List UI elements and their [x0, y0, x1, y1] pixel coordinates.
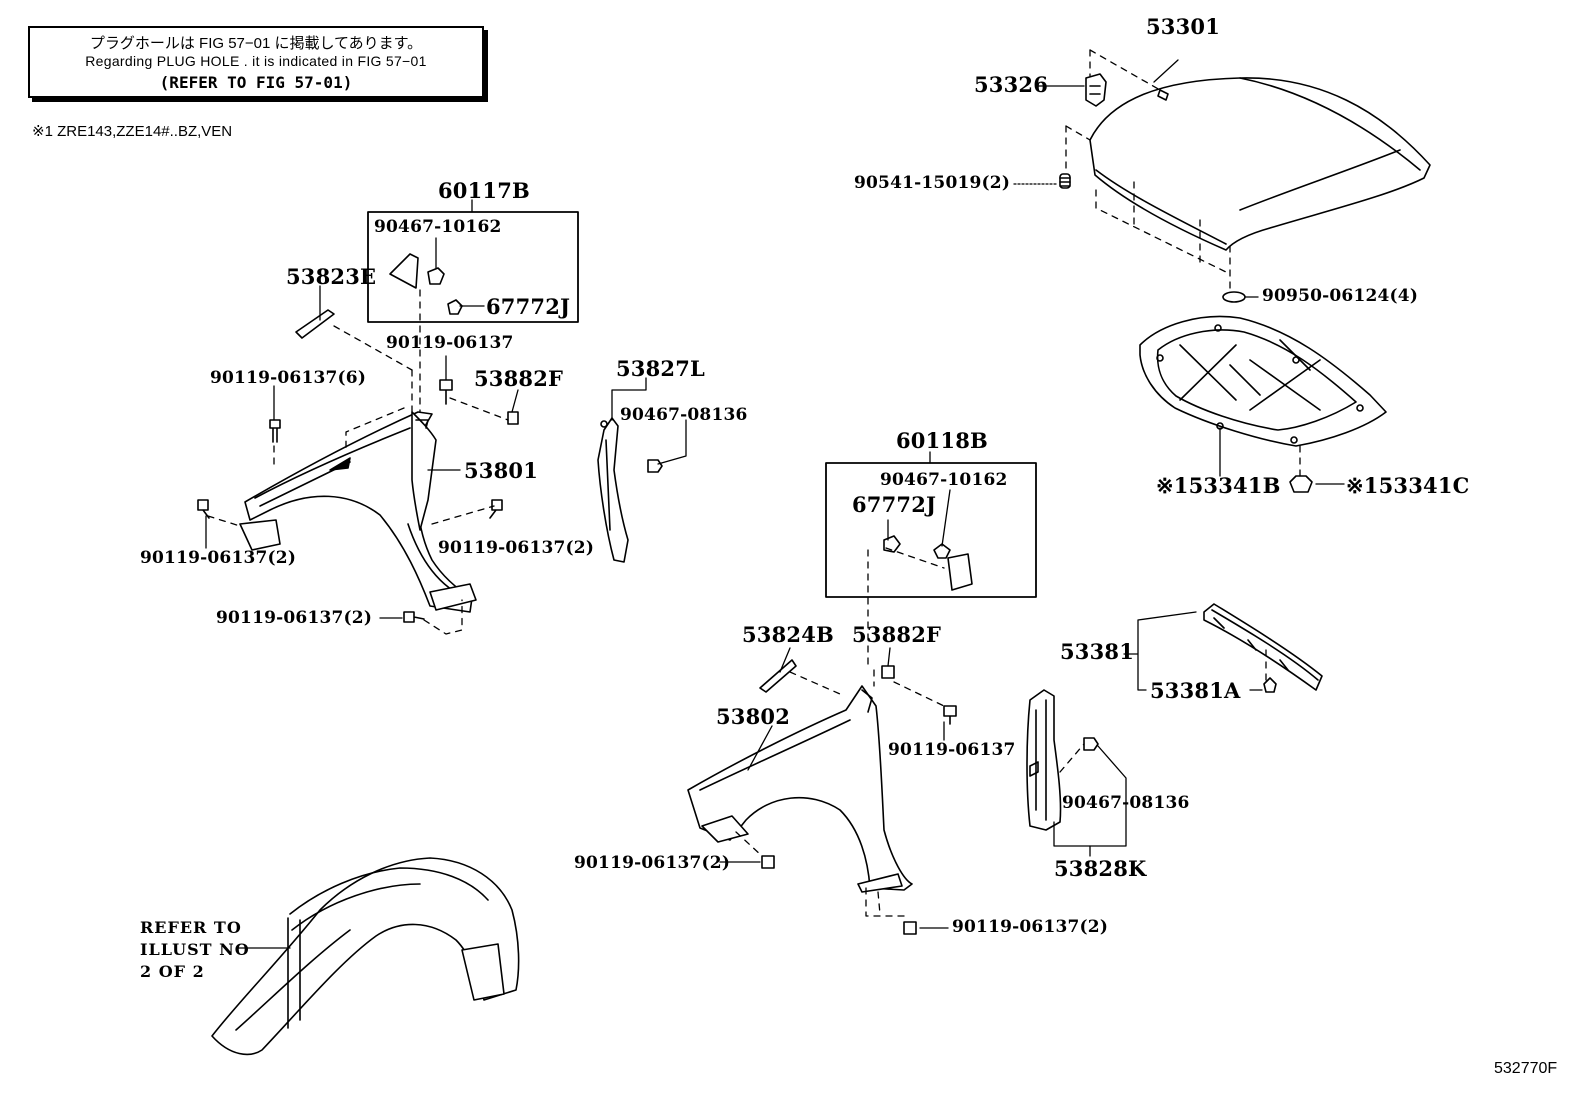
part-label-bracket-rh-bolt[interactable]: 90467-10162: [374, 217, 502, 237]
bracket-set-rh-box: [367, 211, 579, 323]
fender-rh-bracket: [411, 411, 437, 531]
note-line-en: Regarding PLUG HOLE . it is indicated in…: [85, 53, 427, 69]
part-label-hood-insulator-clip[interactable]: ※153341C: [1346, 473, 1470, 498]
hood-panel: [1089, 77, 1431, 251]
note-line-jp: プラグホールは FIG 57−01 に掲載してあります。: [89, 35, 423, 52]
part-label-bolt-2-rh-inner[interactable]: 90119-06137(2): [438, 538, 595, 558]
seal-lh: [759, 659, 797, 693]
bracket-set-lh-box: [825, 462, 1037, 598]
liner-seal-lh: [1026, 689, 1062, 831]
part-label-liner-seal-rh[interactable]: 53827L: [616, 356, 706, 381]
part-label-hood-plug[interactable]: 90950-06124(4): [1262, 286, 1419, 306]
part-label-bracket-lh-nut[interactable]: 67772J: [852, 492, 937, 517]
part-label-hood-lock-bracket[interactable]: 53326: [974, 72, 1049, 97]
hood-lock-bracket: [1085, 73, 1107, 107]
part-label-bolt-single-rh[interactable]: 90119-06137: [386, 333, 514, 353]
part-label-bracket-set-lh[interactable]: 60118B: [896, 428, 989, 453]
plug-hole-note: プラグホールは FIG 57−01 に掲載してあります。 Regarding P…: [28, 26, 484, 98]
fender-rh: [239, 411, 477, 613]
part-label-clip-rh[interactable]: 90467-08136: [620, 405, 748, 425]
part-label-bracket-set-rh[interactable]: 60117B: [438, 178, 531, 203]
part-label-seal-channel[interactable]: 53381: [1060, 639, 1135, 664]
liner-seal-rh: [597, 417, 629, 563]
clip-rh: [647, 459, 663, 473]
part-label-seal-channel-clip[interactable]: 53381A: [1150, 678, 1241, 703]
part-label-hood[interactable]: 53301: [1146, 14, 1221, 39]
part-label-fender-rh[interactable]: 53801: [464, 458, 539, 483]
part-label-seal-rh[interactable]: 53823E: [286, 264, 377, 289]
fender-liner: [211, 857, 520, 1056]
part-label-bolt-2-lh-front[interactable]: 90119-06137(2): [574, 853, 731, 873]
bracket-lh-part: [883, 535, 973, 591]
part-label-bracket-lh-bolt[interactable]: 90467-10162: [880, 470, 1008, 490]
refer-line-2: ILLUST NO: [140, 940, 250, 959]
part-label-bolt-2-rh-lower[interactable]: 90119-06137(2): [216, 608, 373, 628]
hood-insulator: [1139, 315, 1387, 447]
part-label-bolt-6[interactable]: 90119-06137(6): [210, 368, 367, 388]
part-label-nut-f-rh[interactable]: 53882F: [474, 366, 564, 391]
part-label-bolt-single-lh[interactable]: 90119-06137: [888, 740, 1016, 760]
part-label-bracket-rh-nut[interactable]: 67772J: [486, 294, 571, 319]
hood-cushion: [1059, 173, 1071, 189]
hood-plug: [1222, 291, 1246, 303]
bolt-icon: [761, 705, 957, 935]
refer-line-3: 2 OF 2: [140, 962, 205, 981]
part-label-hood-insulator[interactable]: ※153341B: [1156, 473, 1281, 498]
note-line-refer: (REFER TO FIG 57-01): [159, 73, 353, 92]
clip-lh: [1083, 737, 1099, 751]
fender-lh: [687, 685, 913, 893]
part-label-seal-lh[interactable]: 53824B: [742, 622, 835, 647]
figure-id: 532770F: [1494, 1060, 1558, 1077]
part-label-fender-lh[interactable]: 53802: [716, 704, 791, 729]
seal-channel-clip: [1263, 677, 1277, 693]
part-label-bolt-2-lh-lower[interactable]: 90119-06137(2): [952, 917, 1109, 937]
seal-rh: [295, 309, 335, 339]
part-label-liner-seal-lh[interactable]: 53828K: [1054, 856, 1147, 881]
seal-channel: [1203, 603, 1323, 691]
nut-f-lh: [881, 665, 895, 679]
part-label-hood-cushion[interactable]: 90541-15019(2): [854, 173, 1011, 193]
refer-line-1: REFER TO: [140, 918, 242, 937]
bracket-rh-part: [389, 253, 463, 315]
part-label-clip-lh[interactable]: 90467-08136: [1062, 793, 1190, 813]
footnote: ※1 ZRE143,ZZE14#..BZ,VEN: [32, 123, 233, 140]
part-label-bolt-2-rh-front[interactable]: 90119-06137(2): [140, 548, 297, 568]
part-label-nut-f-lh[interactable]: 53882F: [852, 622, 942, 647]
hood-insulator-clip: [1289, 475, 1313, 493]
